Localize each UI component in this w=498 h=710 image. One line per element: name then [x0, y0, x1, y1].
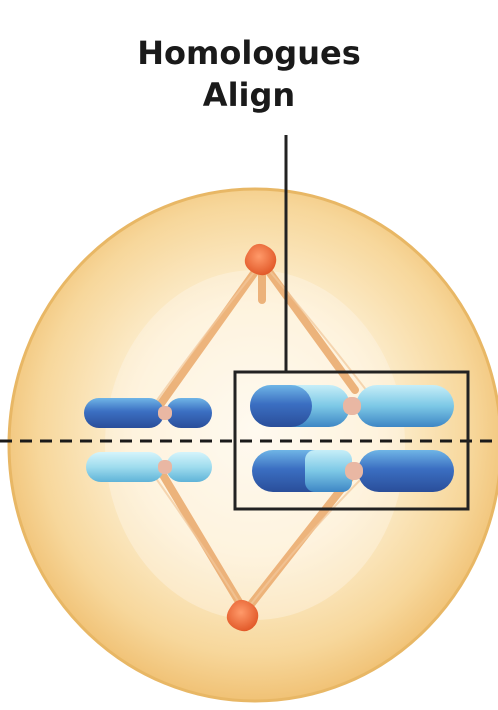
label-align: Align — [0, 74, 498, 116]
label-homologues: Homologues — [0, 32, 498, 74]
left-chromosome-bottom — [86, 452, 212, 482]
left-chromosome-top — [84, 398, 212, 428]
